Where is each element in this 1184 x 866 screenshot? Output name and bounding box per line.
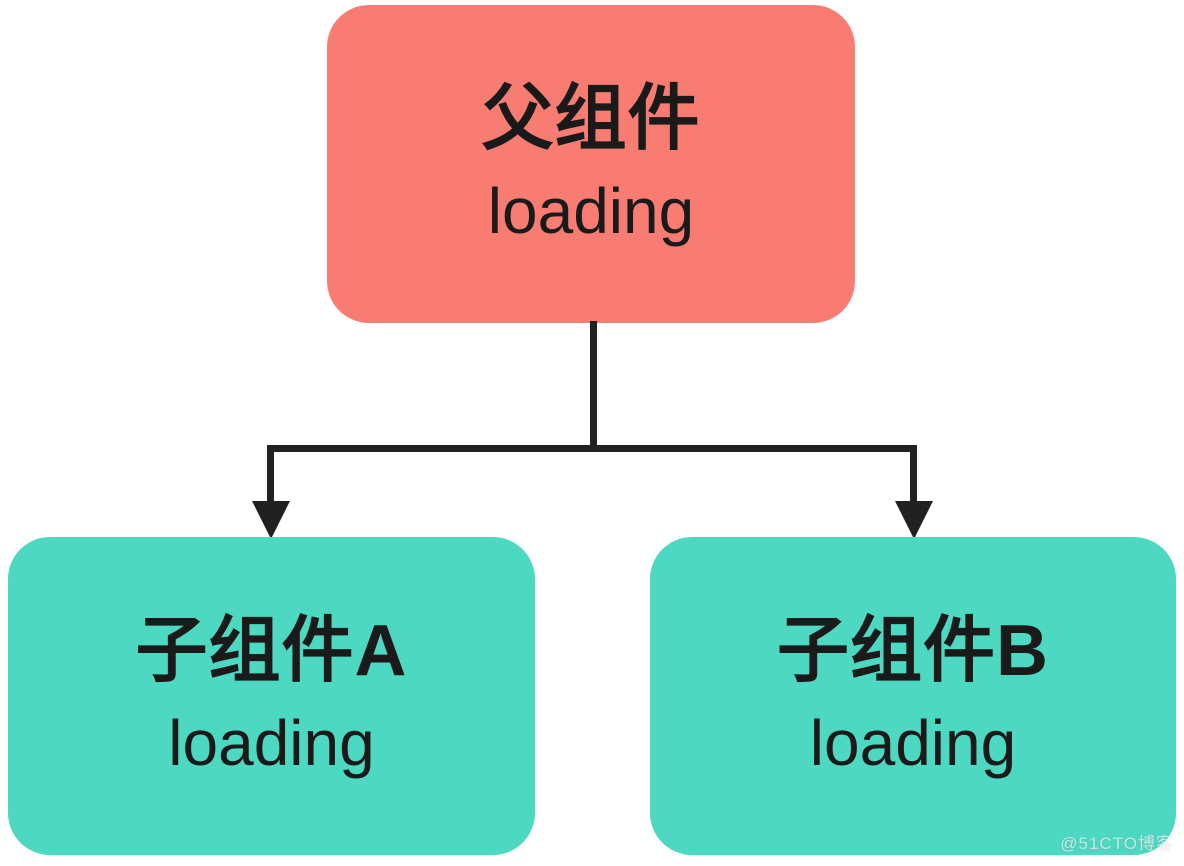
parent-node-subtitle: loading (487, 174, 695, 247)
connector-crossbar (267, 445, 917, 452)
child-node-a: 子组件A loading (8, 537, 535, 855)
connector-right-drop (910, 445, 917, 505)
child-node-b-subtitle: loading (809, 706, 1017, 779)
connector-stem (590, 321, 597, 452)
child-node-a-title: 子组件A (135, 610, 408, 691)
parent-node: 父组件 loading (327, 5, 855, 323)
child-node-b: 子组件B loading (650, 537, 1176, 855)
right-arrowhead-icon (895, 501, 933, 539)
parent-node-title: 父组件 (481, 78, 701, 159)
child-node-b-title: 子组件B (777, 610, 1049, 691)
child-node-a-subtitle: loading (168, 706, 375, 779)
watermark: @51CTO博客 (1060, 834, 1174, 853)
connector-left-drop (267, 445, 274, 505)
left-arrowhead-icon (252, 501, 290, 539)
